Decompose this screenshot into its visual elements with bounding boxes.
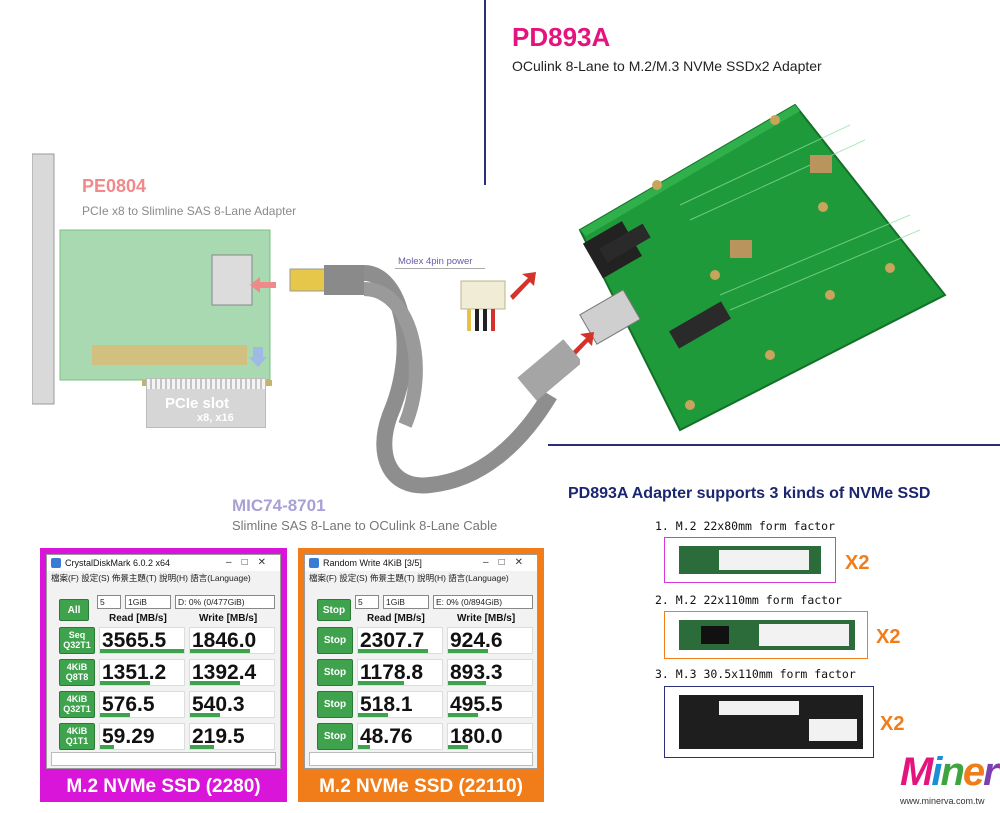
form-factor-2-label: 2. M.2 22x110mm form factor xyxy=(655,593,842,607)
left-arrow-icon xyxy=(250,277,276,293)
read-header: Read [MB/s] xyxy=(367,613,425,624)
button-line-1: 4KiB xyxy=(66,725,88,736)
status-bar xyxy=(51,752,276,766)
window-controls[interactable]: –□✕ xyxy=(226,557,276,568)
write-value-row3: 495.5 xyxy=(447,691,533,718)
form-factor-1-label: 1. M.2 22x80mm form factor xyxy=(655,519,836,533)
window-titlebar: CrystalDiskMark 6.0.2 x64 –□✕ xyxy=(47,555,280,571)
stop-button-row1[interactable]: Stop xyxy=(317,627,353,654)
benchmark-panel-22110: Random Write 4KiB [3/5] –□✕ 檔案(F) 設定(S) … xyxy=(298,548,544,802)
pe0804-subtitle: PCIe x8 to Slimline SAS 8-Lane Adapter xyxy=(82,204,297,218)
panel-footer-2280: M.2 NVMe SSD (2280) xyxy=(66,776,261,797)
4kib-q8t8-button[interactable]: 4KiB Q8T8 xyxy=(59,659,95,686)
pe0804-card-image xyxy=(32,153,272,405)
read-value-row4: 48.76 xyxy=(357,723,443,750)
mic74-subtitle: Slimline SAS 8-Lane to OCulink 8-Lane Ca… xyxy=(232,518,498,533)
size-select[interactable]: 1GiB xyxy=(383,595,429,609)
form-factor-1-mult: X2 xyxy=(845,552,870,574)
stop-button-row4[interactable]: Stop xyxy=(317,723,353,750)
pd893a-subtitle: OCulink 8-Lane to M.2/M.3 NVMe SSDx2 Ada… xyxy=(512,58,822,74)
button-line-2: Q32T1 xyxy=(63,703,91,714)
ssd-2280-image xyxy=(664,537,836,583)
button-line-1: 4KiB xyxy=(66,693,88,704)
read-value-row1: 2307.7 xyxy=(357,627,443,654)
stop-all-button[interactable]: Stop xyxy=(317,599,351,621)
window-title: Random Write 4KiB [3/5] xyxy=(323,558,422,568)
benchmark-panel-2280: CrystalDiskMark 6.0.2 x64 –□✕ 檔案(F) 設定(S… xyxy=(40,548,287,802)
form-factor-3-mult: X2 xyxy=(880,713,905,735)
window-title: CrystalDiskMark 6.0.2 x64 xyxy=(65,558,171,568)
molex-connector-image xyxy=(460,280,506,331)
read-value-row3: 576.5 xyxy=(99,691,185,718)
seq-q32t1-button[interactable]: Seq Q32T1 xyxy=(59,627,95,654)
down-arrow-icon xyxy=(249,347,267,367)
ssd-22110-image xyxy=(664,611,868,659)
menu-bar[interactable]: 檔案(F) 設定(S) 佈景主題(T) 說明(H) 語言(Language) xyxy=(309,573,509,583)
drive-select[interactable]: D: 0% (0/477GiB) xyxy=(175,595,275,609)
minerva-logo: Minerva xyxy=(900,750,1000,794)
stop-button-row2[interactable]: Stop xyxy=(317,659,353,686)
button-line-2: Q32T1 xyxy=(63,639,91,650)
horizontal-divider xyxy=(548,444,1000,446)
form-factor-3-label: 3. M.3 30.5x110mm form factor xyxy=(655,667,856,681)
read-value-row2: 1178.8 xyxy=(357,659,443,686)
read-value-row3: 518.1 xyxy=(357,691,443,718)
write-value-row2: 1392.4 xyxy=(189,659,275,686)
drive-select[interactable]: E: 0% (0/894GiB) xyxy=(433,595,533,609)
write-value-row1: 924.6 xyxy=(447,627,533,654)
write-header: Write [MB/s] xyxy=(457,613,516,624)
ssd-m3-image xyxy=(664,686,874,758)
pcie-slot: PCIe slot x8, x16 xyxy=(146,378,266,428)
button-line-2: Q1T1 xyxy=(65,735,89,746)
window-controls[interactable]: –□✕ xyxy=(483,557,533,568)
4kib-q32t1-button[interactable]: 4KiB Q32T1 xyxy=(59,691,95,718)
pcie-slot-label: PCIe slot xyxy=(165,395,230,412)
write-value-row4: 219.5 xyxy=(189,723,275,750)
pe0804-title: PE0804 xyxy=(82,176,147,196)
vertical-divider xyxy=(484,0,486,185)
write-value-row2: 893.3 xyxy=(447,659,533,686)
molex-line xyxy=(395,268,485,269)
stop-button-row3[interactable]: Stop xyxy=(317,691,353,718)
window-titlebar: Random Write 4KiB [3/5] –□✕ xyxy=(305,555,537,571)
write-value-row1: 1846.0 xyxy=(189,627,275,654)
pd893a-board-image xyxy=(578,103,947,432)
read-header: Read [MB/s] xyxy=(109,613,167,624)
crystaldiskmark-window-2280: CrystalDiskMark 6.0.2 x64 –□✕ 檔案(F) 設定(S… xyxy=(46,554,281,769)
menu-bar[interactable]: 檔案(F) 設定(S) 佈景主題(T) 說明(H) 語言(Language) xyxy=(51,573,251,583)
all-button[interactable]: All xyxy=(59,599,89,621)
pcie-slot-sub: x8, x16 xyxy=(197,412,234,424)
app-icon xyxy=(309,558,319,568)
read-value-row2: 1351.2 xyxy=(99,659,185,686)
size-select[interactable]: 1GiB xyxy=(125,595,171,609)
button-line-2: Q8T8 xyxy=(65,671,89,682)
mic74-cable-image xyxy=(289,265,580,494)
pd893a-title: PD893A xyxy=(512,22,611,52)
button-line-1: 4KiB xyxy=(66,661,88,672)
write-value-row4: 180.0 xyxy=(447,723,533,750)
support-title: PD893A Adapter supports 3 kinds of NVMe … xyxy=(568,485,931,502)
panel-footer-22110: M.2 NVMe SSD (22110) xyxy=(319,776,523,797)
button-line-1: Seq xyxy=(68,629,86,640)
form-factor-2-mult: X2 xyxy=(876,626,901,648)
read-value-row1: 3565.5 xyxy=(99,627,185,654)
crystaldiskmark-window-22110: Random Write 4KiB [3/5] –□✕ 檔案(F) 設定(S) … xyxy=(304,554,538,769)
count-select[interactable]: 5 xyxy=(355,595,379,609)
app-icon xyxy=(51,558,61,568)
write-header: Write [MB/s] xyxy=(199,613,258,624)
read-value-row4: 59.29 xyxy=(99,723,185,750)
write-value-row3: 540.3 xyxy=(189,691,275,718)
count-select[interactable]: 5 xyxy=(97,595,121,609)
status-bar xyxy=(309,752,533,766)
brand-url: www.minerva.com.tw xyxy=(900,796,985,806)
molex-label: Molex 4pin power xyxy=(398,256,473,267)
mic74-title: MIC74-8701 xyxy=(232,496,326,515)
4kib-q1t1-button[interactable]: 4KiB Q1T1 xyxy=(59,723,95,750)
